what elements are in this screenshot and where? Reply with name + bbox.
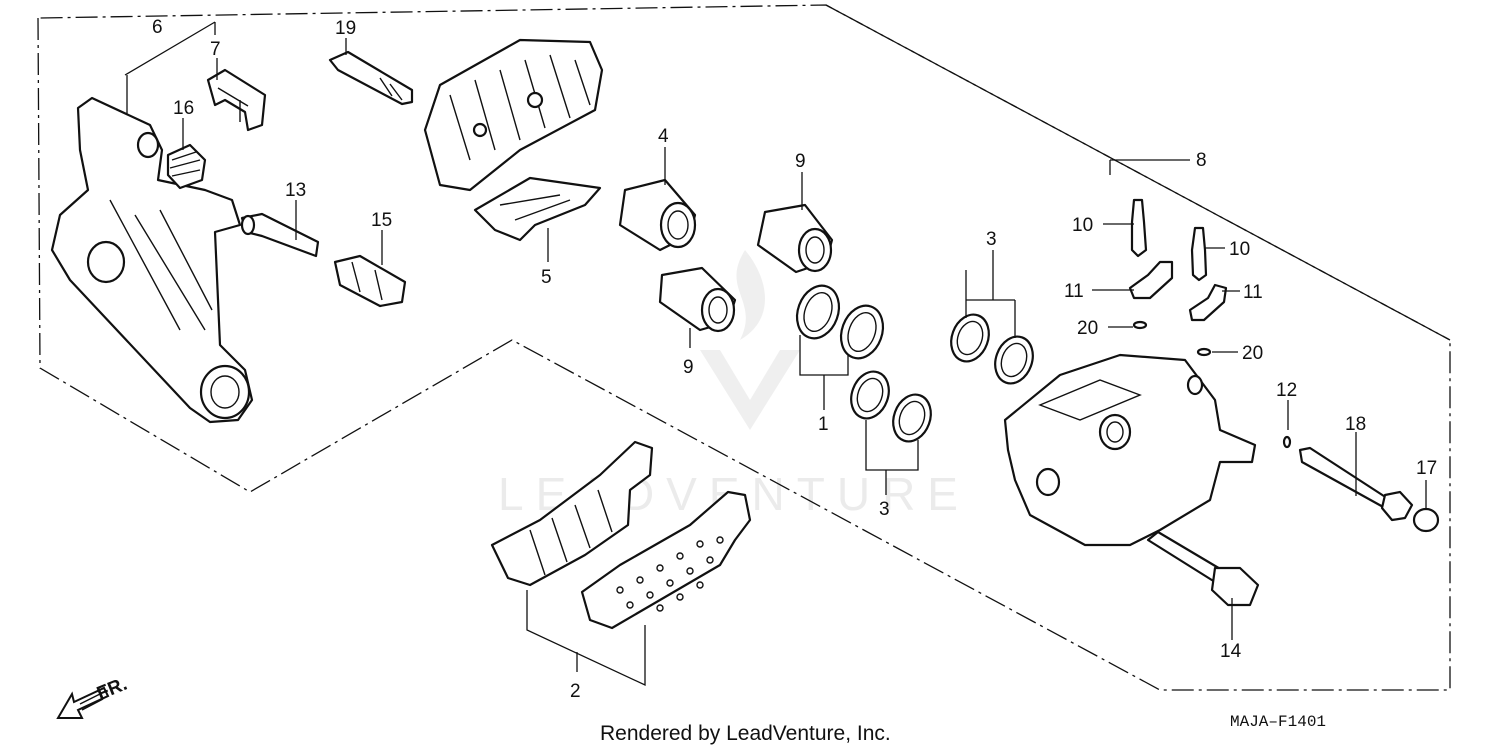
callout-15: 15 — [371, 210, 392, 231]
front-arrow-icon: FR. — [56, 674, 130, 719]
callout-14: 14 — [1220, 641, 1242, 662]
piston-9-lower-part — [658, 266, 737, 333]
caliper-body-part — [1003, 353, 1257, 547]
callout-2: 2 — [570, 681, 581, 702]
callout-10-right: 10 — [1229, 239, 1250, 260]
callout-4: 4 — [658, 126, 669, 147]
callout-8: 8 — [1196, 150, 1207, 171]
brake-pads-part — [490, 440, 752, 630]
mounting-bolt-part — [1146, 530, 1260, 607]
callout-6: 6 — [152, 17, 163, 38]
callout-3-lower: 3 — [879, 499, 890, 520]
diagram-code: MAJA–F1401 — [1230, 713, 1326, 731]
callout-20-right: 20 — [1242, 343, 1263, 364]
boot-part-15 — [333, 254, 407, 308]
pad-pin-bolt-part — [328, 50, 414, 106]
callout-1: 1 — [818, 414, 829, 435]
piston-seals — [795, 284, 1034, 443]
callout-5: 5 — [541, 267, 552, 288]
footer-credit: Rendered by LeadVenture, Inc. — [600, 722, 891, 745]
callout-9-upper: 9 — [795, 151, 806, 172]
caliper-group-outline — [825, 4, 1451, 341]
callout-3-upper: 3 — [986, 229, 997, 250]
callout-10-left: 10 — [1072, 215, 1093, 236]
boot-part — [166, 143, 207, 190]
piston-9-upper-part — [756, 203, 834, 274]
pad-retainer-part — [473, 176, 602, 242]
piston-4-part — [618, 178, 697, 252]
pin-plug-part — [1412, 507, 1440, 533]
leader-lines — [124, 21, 1427, 687]
callout-13: 13 — [285, 180, 306, 201]
pad-spring-part — [206, 68, 267, 132]
callout-20-left: 20 — [1077, 318, 1098, 339]
o-ring-part — [1132, 320, 1292, 449]
caliper-bracket-part — [50, 96, 254, 424]
caliper-half-part — [423, 38, 604, 192]
front-marker-label: FR. — [94, 674, 130, 705]
left-group-outline — [37, 4, 1451, 691]
bleeder-cap-part — [1128, 260, 1228, 322]
pin-bolt-part — [240, 212, 320, 258]
bleeder-valve-part — [1130, 198, 1208, 282]
callout-9-lower: 9 — [683, 357, 694, 378]
callout-7: 7 — [210, 39, 221, 60]
callout-19: 19 — [335, 18, 356, 39]
callout-11-right: 11 — [1243, 282, 1263, 303]
watermark: LEADVENTURE — [498, 250, 958, 520]
callout-16: 16 — [173, 98, 194, 119]
callout-18: 18 — [1345, 414, 1366, 435]
callout-12: 12 — [1276, 380, 1297, 401]
callout-17: 17 — [1416, 458, 1437, 479]
callout-11-left: 11 — [1064, 281, 1084, 302]
pad-pin-part — [1298, 446, 1414, 522]
